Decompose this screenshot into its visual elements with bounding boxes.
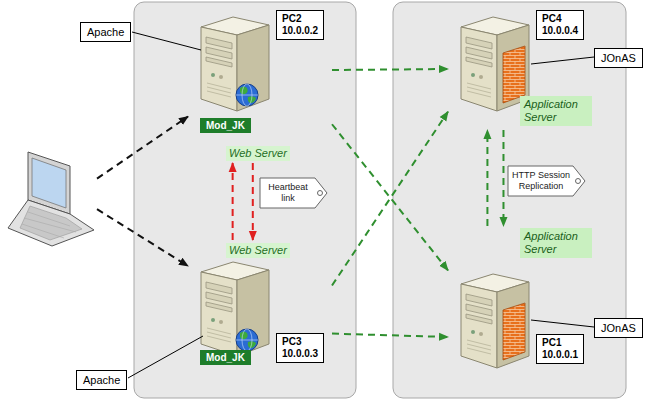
label-text: PC1 [542, 337, 578, 349]
callout-text: Apache [87, 25, 124, 39]
client-laptop [5, 148, 97, 250]
label-text: Application Server [524, 98, 588, 124]
callout-box: JOnAS [594, 48, 643, 68]
host-label: PC410.0.0.4 [536, 10, 584, 40]
dashed-connector [502, 130, 504, 226]
role-label: Web Server [226, 243, 290, 258]
host-label: PC210.0.0.2 [276, 10, 324, 40]
edge-tag: Heartbeat link [264, 182, 312, 204]
tag-shape [508, 166, 585, 196]
app-server-icon [461, 17, 529, 111]
label-text: 10.0.0.1 [542, 349, 578, 361]
callout-text: JOnAS [601, 51, 636, 65]
label-text: PC2 [282, 13, 318, 25]
dashed-connector [232, 163, 234, 240]
app-tier-panel [393, 2, 626, 398]
label-text: Mod_JK [206, 351, 245, 364]
dashed-connector [332, 112, 448, 286]
web-server-node: Web ServerPC310.0.0.3Mod_JK [188, 240, 332, 370]
dashed-connector [486, 130, 488, 226]
edge-tag: HTTP Session Replication [512, 170, 570, 192]
label-text: 10.0.0.2 [282, 25, 318, 37]
tag-hole [318, 191, 323, 196]
app-server-node: PC410.0.0.4Application Server [448, 8, 594, 130]
web-server-node: PC210.0.0.2Mod_JK Web Server [188, 8, 332, 163]
host-label: PC310.0.0.3 [276, 333, 324, 363]
dashed-connector [97, 117, 188, 179]
label-text: PC3 [282, 336, 318, 348]
leader-lines [128, 32, 594, 378]
laptop-icon [8, 152, 94, 246]
callout-text: JOnAS [601, 321, 636, 335]
module-badge: Mod_JK [200, 350, 251, 365]
callout-text: Apache [83, 373, 120, 387]
edge-label: HTTP Session Replication [512, 170, 570, 192]
web-server-icon [201, 17, 269, 111]
label-text: PC4 [542, 13, 578, 25]
role-label: Web Server [226, 146, 290, 161]
dashed-connector [332, 334, 448, 337]
edge-label: Heartbeat link [264, 182, 312, 204]
app-server-node: Application ServerPC110.0.0.1 [448, 226, 594, 374]
tag-shape [260, 178, 327, 208]
dashed-connector [252, 163, 254, 240]
callout-box: JOnAS [594, 318, 643, 338]
label-text: Application Server [524, 230, 588, 256]
label-text: 10.0.0.4 [542, 25, 578, 37]
host-label: PC110.0.0.1 [536, 334, 584, 364]
callout-box: Apache [80, 22, 131, 42]
module-badge: Mod_JK [200, 118, 251, 133]
callout-box: Apache [76, 370, 127, 390]
label-text: Mod_JK [206, 119, 245, 132]
tag-hole [576, 179, 581, 184]
web-server-icon [201, 262, 269, 356]
dashed-connector [332, 124, 448, 270]
label-text: 10.0.0.3 [282, 348, 318, 360]
web-tier-panel [134, 2, 356, 398]
label-text: Web Server [229, 244, 287, 257]
role-label: Application Server [520, 96, 592, 126]
app-server-icon [461, 274, 529, 368]
label-text: Web Server [229, 147, 287, 160]
dashed-connector [332, 69, 448, 70]
dashed-connector [97, 209, 188, 266]
role-label: Application Server [520, 228, 592, 258]
